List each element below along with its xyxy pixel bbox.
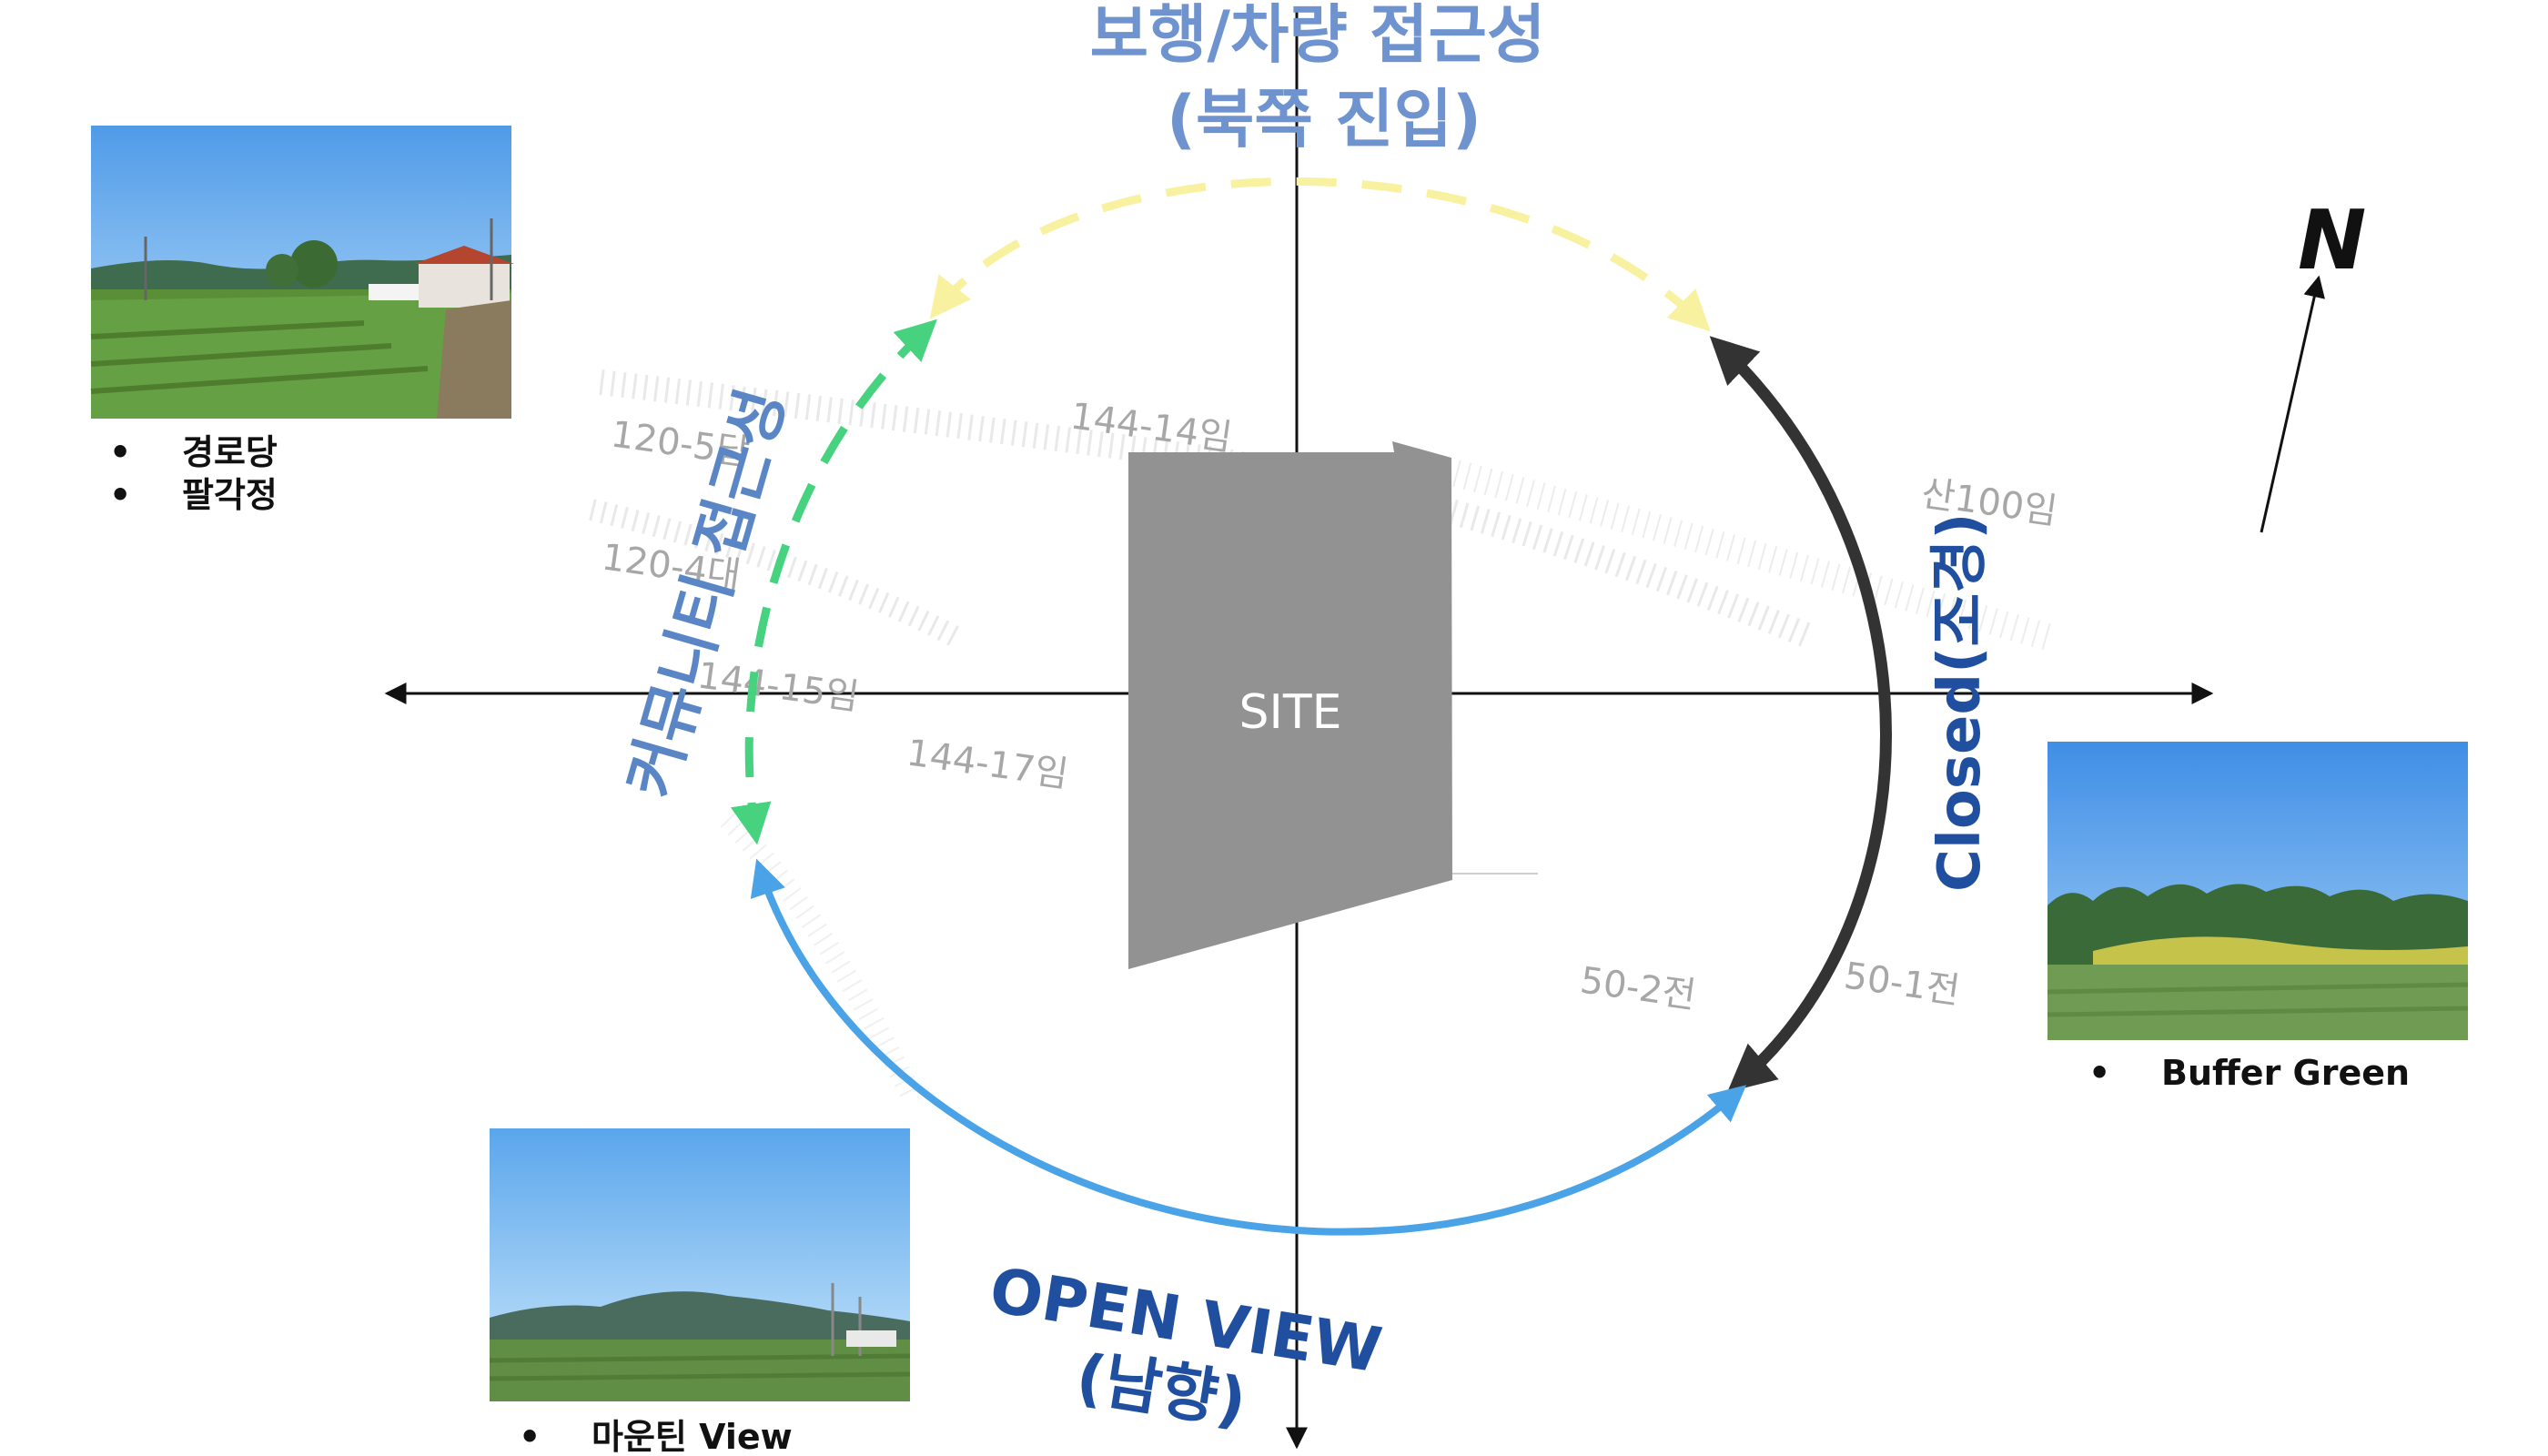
dark-arrow (1709, 336, 1892, 1093)
caption-list-mountain-view: • 마운틴 View (519, 1417, 793, 1456)
caption-item: 경로당 (182, 432, 278, 472)
parcel-label: 144-17임 (905, 732, 1071, 795)
parcel-label: 144-14임 (1068, 395, 1235, 459)
parcel-label: 50-1전 (1842, 955, 1963, 1012)
site-label: SITE (1239, 685, 1342, 740)
caption-item: 마운틴 View (592, 1417, 793, 1456)
bullet: • (109, 432, 131, 472)
site-polygon (1128, 441, 1452, 969)
north-arrow-icon: N (2260, 193, 2366, 533)
green-dashed-arrow (730, 318, 937, 845)
north-label: N (2298, 193, 2366, 288)
bullet: • (519, 1417, 541, 1456)
north-access-label-line2: (북쪽 진입) (1167, 82, 1481, 157)
caption-item: 팔각정 (182, 475, 278, 515)
blue-arrow (750, 858, 1747, 1236)
bullet: • (2088, 1053, 2110, 1093)
yellow-dashed-arrow (929, 177, 1711, 332)
photo-buffer-green (2047, 742, 2469, 1040)
caption-item: Buffer Green (2161, 1053, 2410, 1093)
photo-senior-center (90, 126, 514, 419)
caption-list-senior-center: • 경로당 • 팔각정 (109, 432, 278, 515)
north-access-label-line1: 보행/차량 접근성 (1090, 0, 1546, 72)
photo-mountain-view (489, 1128, 911, 1401)
bullet: • (109, 475, 131, 515)
caption-list-buffer-green: • Buffer Green (2088, 1053, 2410, 1093)
closed-landscape-label: Closed(조경) (1926, 513, 1994, 892)
parcel-label: 50-2전 (1578, 959, 1699, 1016)
